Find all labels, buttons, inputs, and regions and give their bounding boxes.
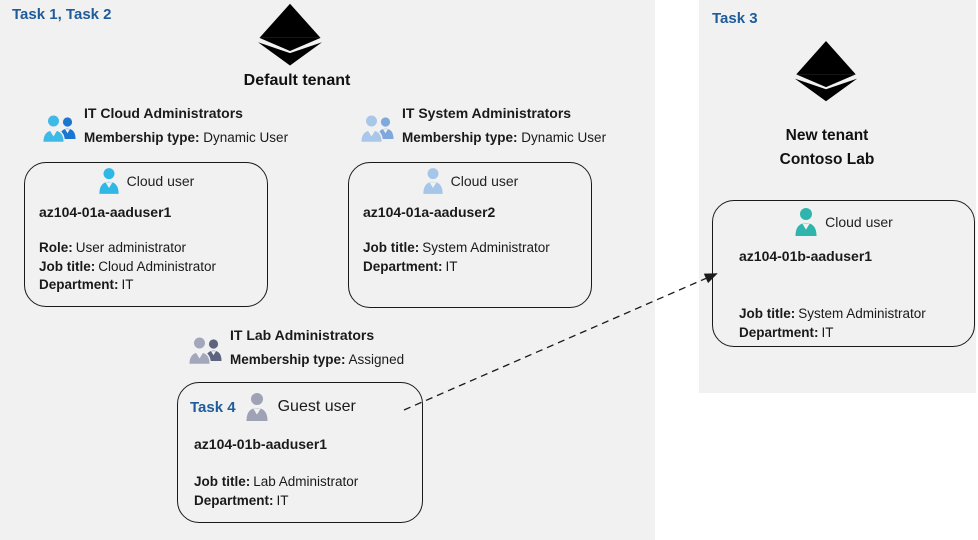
cloud-user-icon: [423, 168, 443, 194]
new-tenant-line1: New tenant: [785, 127, 869, 144]
job-value: Cloud Administrator: [98, 258, 217, 274]
dept-value: IT: [121, 277, 134, 292]
azure-ad-tenant-icon: [258, 3, 322, 66]
job-label: Job title:: [194, 474, 251, 489]
new-tenant-line2: Contoso Lab: [779, 151, 875, 168]
group-it-lab-administrators: IT Lab Administrators Membership type: A…: [188, 326, 404, 369]
user-attributes: Job title:Lab Administrator Department:I…: [194, 473, 422, 510]
job-row: Job title:Lab Administrator: [194, 473, 422, 492]
new-tenant-title: New tenant Contoso Lab: [747, 124, 907, 172]
user-type-label: Cloud user: [126, 173, 195, 189]
membership-value: Assigned: [348, 352, 405, 367]
job-row: Job title:Cloud Administrator: [39, 258, 267, 277]
role-value: User administrator: [75, 240, 187, 255]
role-label: Role:: [39, 240, 73, 255]
dept-value: IT: [445, 258, 458, 274]
new-tenant-cloud-user-card: Cloud user az104-01b-aaduser1 Job title:…: [712, 200, 975, 347]
job-label: Job title:: [39, 258, 96, 274]
group-users-icon: [188, 336, 222, 366]
user-card-aaduser1: Cloud user az104-01a-aaduser1 Role:User …: [24, 162, 268, 307]
user-attributes: Role:User administrator Job title:Cloud …: [39, 239, 267, 295]
username: az104-01b-aaduser1: [739, 248, 873, 264]
job-label: Job title:: [739, 306, 796, 321]
user-type-label: Cloud user: [450, 173, 519, 189]
dept-row: Department:IT: [363, 258, 591, 277]
membership-value: Dynamic User: [521, 130, 607, 145]
dept-row: Department:IT: [39, 276, 267, 295]
group-users-icon: [360, 114, 394, 144]
card-header: Cloud user: [25, 167, 267, 195]
group-users-icon: [42, 114, 76, 144]
username: az104-01a-aaduser1: [39, 204, 172, 220]
dept-label: Department:: [363, 258, 443, 274]
membership-label: Membership type:: [84, 130, 200, 145]
dept-value: IT: [276, 492, 289, 508]
dept-label: Department:: [39, 277, 119, 292]
guest-user-card: Task 4 Guest user az104-01b-aaduser1 Job…: [177, 382, 423, 523]
guest-user-icon: [246, 393, 268, 421]
job-value: Lab Administrator: [253, 474, 359, 489]
default-tenant-panel: [0, 0, 655, 540]
user-attributes: Job title:System Administrator Departmen…: [363, 239, 591, 276]
group-it-cloud-administrators: IT Cloud Administrators Membership type:…: [42, 104, 288, 147]
cloud-user-icon: [99, 168, 119, 194]
card-header: Task 4 Guest user: [190, 392, 422, 422]
default-tenant-title: Default tenant: [243, 72, 351, 89]
task-3-label: Task 3: [712, 10, 758, 27]
job-row: Job title:System Administrator: [363, 239, 591, 258]
membership-value: Dynamic User: [203, 130, 289, 145]
role-row: Role:User administrator: [39, 239, 267, 258]
cloud-user-icon: [795, 208, 817, 236]
task-4-label: Task 4: [190, 398, 236, 416]
group-membership: Membership type: Assigned: [230, 351, 404, 369]
group-title: IT Lab Administrators: [230, 327, 375, 343]
dept-label: Department:: [194, 492, 274, 508]
card-header: Cloud user: [713, 207, 974, 237]
user-type-label: Guest user: [277, 398, 356, 415]
group-membership: Membership type: Dynamic User: [84, 129, 288, 147]
task-1-2-label: Task 1, Task 2: [12, 6, 112, 23]
membership-label: Membership type:: [402, 130, 518, 145]
group-it-system-administrators: IT System Administrators Membership type…: [360, 104, 606, 147]
username: az104-01a-aaduser2: [363, 204, 496, 220]
dept-value: IT: [821, 324, 834, 340]
group-membership: Membership type: Dynamic User: [402, 129, 606, 147]
dept-row: Department:IT: [739, 324, 974, 343]
job-value: System Administrator: [798, 306, 926, 321]
user-card-aaduser2: Cloud user az104-01a-aaduser2 Job title:…: [348, 162, 592, 308]
job-label: Job title:: [363, 240, 420, 255]
group-title: IT System Administrators: [402, 105, 572, 121]
username: az104-01b-aaduser1: [194, 436, 328, 452]
dept-label: Department:: [739, 324, 819, 340]
azure-ad-new-tenant-icon: [794, 41, 858, 102]
membership-label: Membership type:: [230, 352, 346, 367]
user-attributes: Job title:System Administrator Departmen…: [739, 305, 974, 342]
job-row: Job title:System Administrator: [739, 305, 974, 324]
dept-row: Department:IT: [194, 492, 422, 511]
job-value: System Administrator: [422, 240, 550, 255]
card-header: Cloud user: [349, 167, 591, 195]
group-title: IT Cloud Administrators: [84, 105, 243, 121]
user-type-label: Cloud user: [825, 214, 893, 230]
